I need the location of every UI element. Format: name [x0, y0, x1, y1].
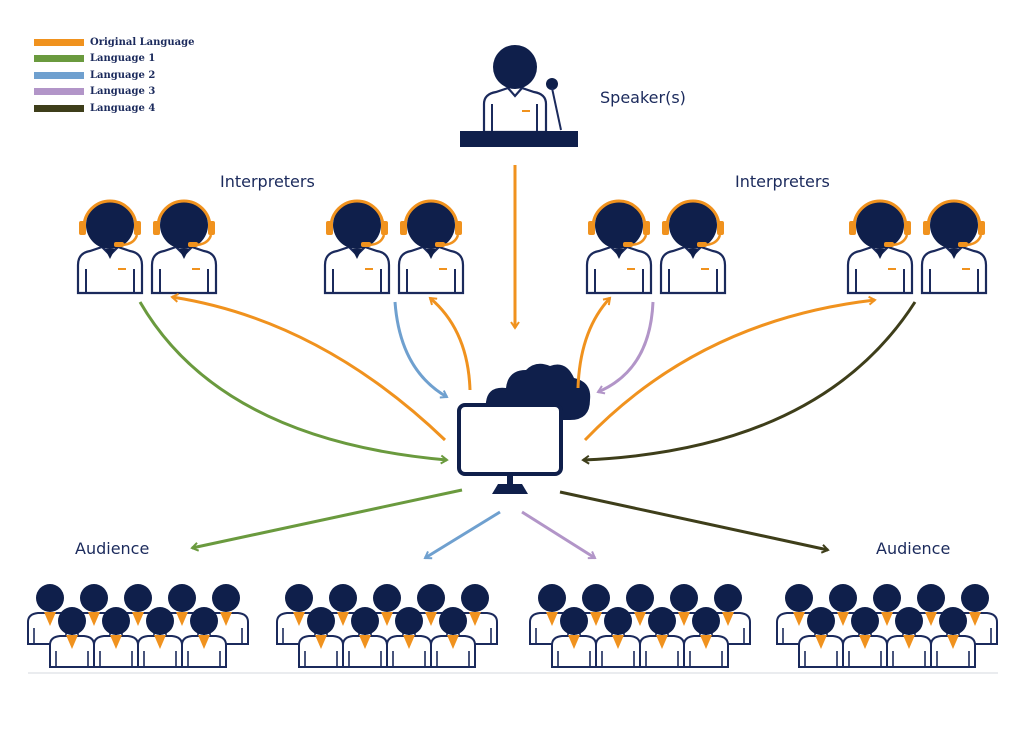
legend-swatch [34, 104, 84, 112]
legend-swatch [34, 55, 84, 63]
legend-item: Language 3 [34, 84, 194, 101]
interpreters-label-right: Interpreters [735, 172, 830, 191]
legend-swatch [34, 38, 84, 46]
audience-group-1 [28, 584, 248, 667]
interpreter-pair-3 [585, 199, 727, 295]
flow-arrows [138, 165, 917, 560]
arrow-lang3-to-platform [596, 301, 655, 395]
legend-label: Language 4 [90, 102, 156, 114]
arrow-lang4-to-audience [559, 490, 830, 554]
legend: Original Language Language 1 Language 2 … [34, 34, 194, 117]
interpreters-label-left: Interpreters [220, 172, 315, 191]
legend-swatch [34, 71, 84, 79]
arrow-lang2-to-audience [423, 510, 501, 560]
speaker-label: Speaker(s) [600, 88, 686, 107]
legend-label: Language 3 [90, 86, 156, 98]
arrow-lang1-to-platform [138, 301, 449, 465]
arrow-lang2-to-platform [393, 301, 449, 399]
legend-label: Language 1 [90, 53, 156, 65]
legend-label: Original Language [90, 36, 195, 48]
speaker-at-podium-icon [460, 45, 578, 147]
legend-item: Language 4 [34, 100, 194, 117]
audience-label-right: Audience [876, 539, 951, 558]
arrow-lang1-to-audience [190, 488, 463, 552]
arrow-lang3-to-audience [521, 510, 597, 560]
arrow-original-to-pair1 [170, 293, 447, 442]
interpreter-pair-4 [846, 199, 988, 295]
audience-group-2 [277, 584, 497, 667]
audience-group-3 [530, 584, 750, 667]
arrow-original-to-pair4 [583, 295, 877, 442]
audience-group-4 [777, 584, 997, 667]
legend-item: Language 1 [34, 51, 194, 68]
interpreter-pair-1 [76, 199, 218, 295]
arrow-original-to-pair2 [428, 296, 472, 391]
legend-swatch [34, 88, 84, 96]
legend-label: Language 2 [90, 69, 156, 81]
interpreter-pair-2 [323, 199, 465, 295]
audience-label-left: Audience [75, 539, 150, 558]
legend-item: Original Language [34, 34, 194, 51]
arrow-lang4-to-platform [581, 301, 917, 465]
legend-item: Language 2 [34, 67, 194, 84]
cloud-computer-icon [457, 363, 591, 494]
arrow-original-to-pair3 [576, 296, 612, 389]
